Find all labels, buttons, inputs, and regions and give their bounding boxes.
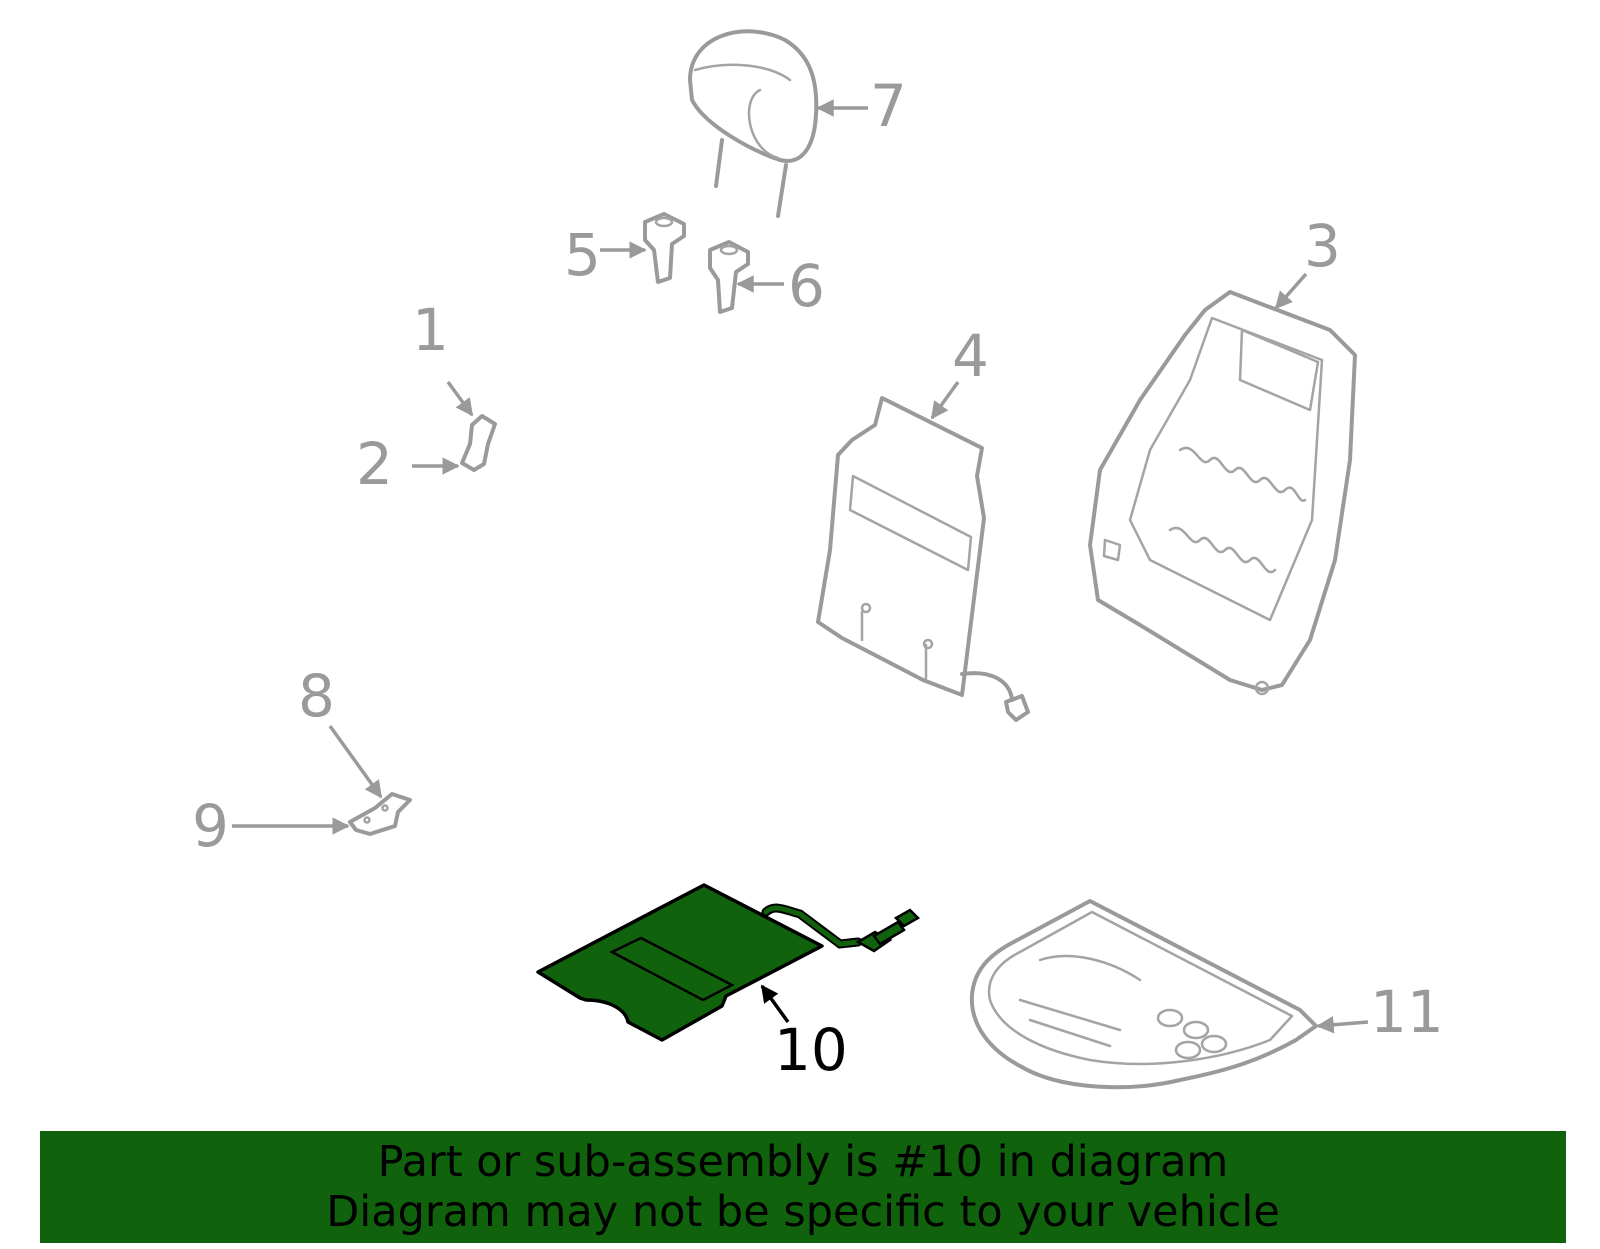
callout-10: 10 bbox=[774, 1016, 848, 1084]
banner-line-1: Part or sub-assembly is #10 in diagram bbox=[377, 1137, 1229, 1187]
seat-heater-mat-part[interactable] bbox=[536, 883, 921, 1042]
banner-line-2: Diagram may not be specific to your vehi… bbox=[326, 1187, 1280, 1237]
bracket-part-8-9[interactable] bbox=[348, 792, 412, 836]
headrest-guide-left-part[interactable] bbox=[643, 212, 686, 284]
headrest-guide-right-part[interactable] bbox=[708, 240, 750, 314]
callout-5: 5 bbox=[564, 221, 601, 289]
callout-3: 3 bbox=[1304, 212, 1341, 280]
callout-1: 1 bbox=[412, 296, 449, 364]
parts-diagram: 1 2 3 4 5 6 7 8 9 10 11 bbox=[192, 29, 1444, 1090]
clip-part-1-2[interactable] bbox=[460, 414, 497, 472]
seatback-heater-part[interactable] bbox=[816, 396, 1030, 722]
callout-8: 8 bbox=[298, 662, 335, 730]
callout-4: 4 bbox=[952, 322, 989, 390]
seat-cushion-pan-part[interactable] bbox=[969, 899, 1318, 1090]
callout-11: 11 bbox=[1370, 978, 1444, 1046]
callout-9: 9 bbox=[192, 792, 229, 860]
callout-7: 7 bbox=[870, 72, 907, 140]
callout-labels: 1 2 3 4 5 6 7 8 9 10 11 bbox=[192, 72, 1444, 1084]
headrest-part[interactable] bbox=[688, 29, 819, 218]
leader-arrows bbox=[232, 99, 1369, 1034]
callout-6: 6 bbox=[788, 252, 825, 320]
info-banner: Part or sub-assembly is #10 in diagram D… bbox=[40, 1131, 1566, 1243]
seatback-frame-part[interactable] bbox=[1088, 290, 1357, 696]
callout-2: 2 bbox=[356, 430, 393, 498]
